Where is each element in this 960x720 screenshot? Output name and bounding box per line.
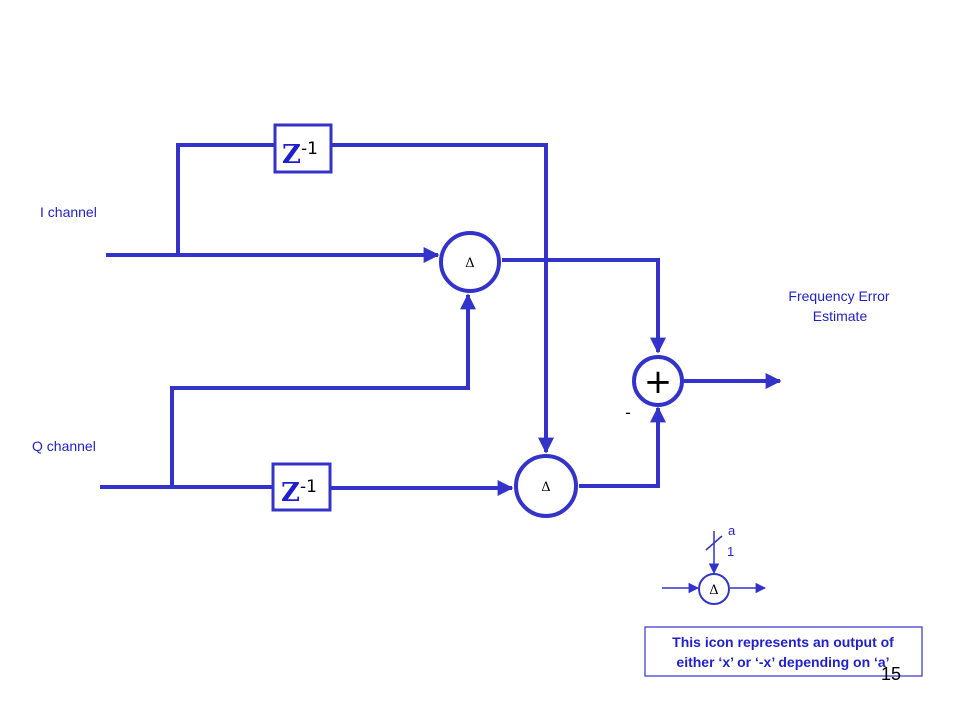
delta-symbol: Δ: [465, 256, 474, 271]
summing-junction: + -: [625, 355, 684, 422]
legend-control-label: a: [728, 523, 736, 538]
i-channel-delay-branch: [176, 143, 275, 255]
i-delayed-wire: [331, 143, 554, 454]
delay-exponent: -1: [300, 477, 317, 497]
legend-note-box: [644, 626, 923, 677]
i-channel-label: I channel: [40, 204, 97, 220]
detector-node-top: Δ: [439, 231, 501, 293]
legend-delta-symbol: Δ: [709, 583, 718, 598]
signal-wires: [100, 143, 782, 496]
legend-note-line1: This icon represents an output of: [672, 634, 894, 650]
legend-note: This icon represents an output of either…: [644, 626, 923, 677]
delay-exponent: -1: [301, 139, 318, 159]
top-detector-output-wire: [502, 258, 666, 354]
output-label-line1: Frequency Error: [788, 288, 889, 304]
q-channel-label: Q channel: [32, 438, 96, 454]
plus-symbol: +: [644, 362, 673, 402]
legend-detector-node: [698, 573, 730, 605]
bottom-detector-output-wire: [579, 406, 666, 488]
page-number: 15: [881, 664, 901, 684]
delay-symbol: Z: [282, 140, 301, 170]
legend-bus-slash: [705, 535, 723, 551]
legend-bus-width: 1: [727, 544, 734, 559]
q-channel-detector-branch: [170, 293, 476, 487]
output-label-line2: Estimate: [813, 308, 868, 324]
svg-text:Z-1: Z-1: [282, 139, 318, 170]
delay-block-bottom: Z-1: [271, 462, 332, 512]
delay-symbol: Z: [281, 478, 300, 508]
delay-block-top: Z-1: [273, 123, 333, 174]
legend-icon: a 1 Δ: [662, 523, 767, 605]
svg-text:Z-1: Z-1: [281, 477, 317, 508]
delta-symbol: Δ: [541, 480, 550, 495]
detector-node-bottom: Δ: [514, 454, 578, 518]
legend-note-line2: either ‘x’ or ‘-x’ depending on ‘a’: [676, 654, 889, 670]
minus-sign: -: [625, 403, 631, 422]
